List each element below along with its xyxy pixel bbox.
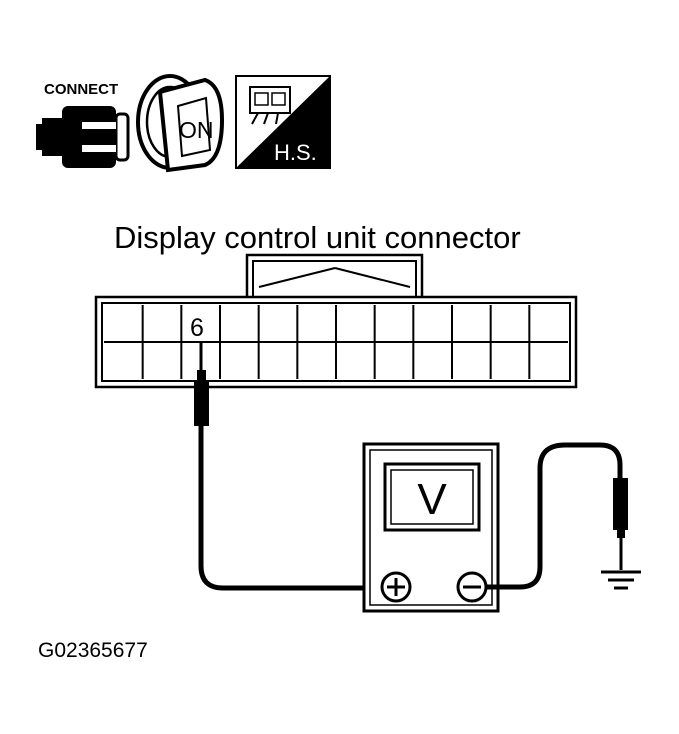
ignition-on-label: ON	[179, 117, 214, 143]
harness-connector-icon: H.S.	[235, 75, 331, 169]
ignition-on-icon: ON	[136, 74, 225, 173]
connector-title: Display control unit connector	[114, 220, 521, 255]
voltmeter-display-label: V	[417, 475, 447, 524]
terminal-6-label: 6	[190, 314, 204, 342]
connector-cavity-grid	[104, 305, 568, 379]
connect-label: CONNECT	[44, 81, 118, 98]
negative-probe	[486, 442, 628, 590]
ground-icon	[601, 570, 641, 590]
positive-probe	[194, 342, 374, 591]
connect-icon: CONNECT	[36, 81, 130, 168]
harness-label: H.S.	[274, 140, 317, 165]
connector: 6	[94, 253, 578, 389]
figure-id: G02365677	[38, 639, 148, 662]
voltmeter: V	[362, 442, 500, 613]
